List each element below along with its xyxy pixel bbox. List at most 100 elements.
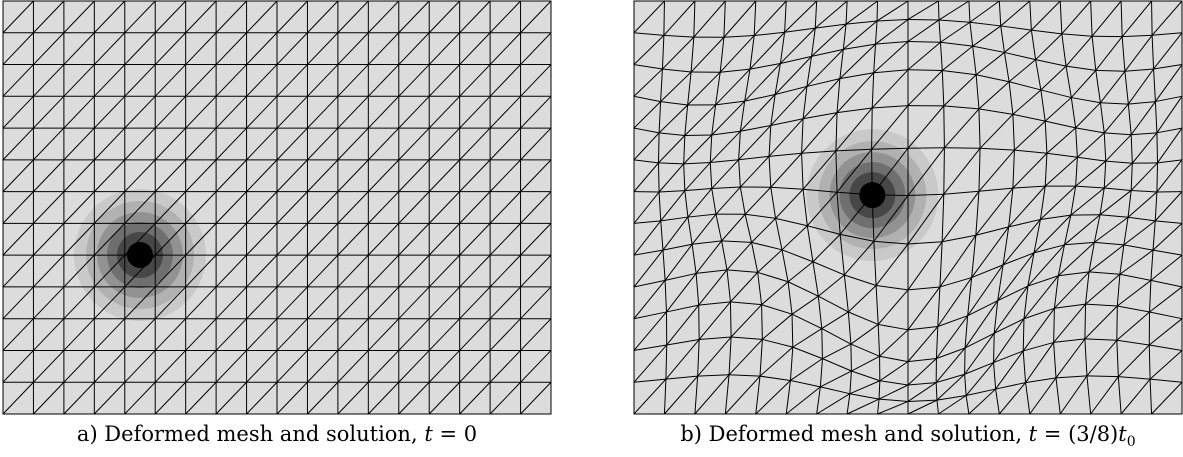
panel-b-edge-d bbox=[1084, 305, 1118, 340]
panel-b-edge-v bbox=[1023, 285, 1029, 319]
panel-a-edge-d bbox=[124, 318, 156, 351]
panel-b-edge-h bbox=[944, 147, 981, 149]
panel-a-edge-d bbox=[398, 286, 430, 320]
panel-b-edge-v bbox=[936, 400, 939, 415]
panel-a-edge-d bbox=[276, 254, 308, 288]
panel-b-edge-v bbox=[839, 234, 845, 276]
panel-b-edge-h bbox=[964, 332, 995, 349]
panel-b-edge-d bbox=[1151, 0, 1183, 36]
panel-b-edge-d bbox=[698, 301, 731, 340]
panel-b-edge-d bbox=[871, 105, 909, 150]
panel-b-edge-v bbox=[709, 134, 713, 163]
panel-b-edge-d bbox=[1117, 280, 1152, 307]
panel-b-edge-d bbox=[784, 0, 818, 33]
panel-b-edge-d bbox=[1040, 65, 1067, 91]
panel-a-edge-d bbox=[185, 286, 217, 320]
panel-b-edge-h bbox=[843, 43, 876, 50]
panel-a-border bbox=[2, 0, 552, 415]
panel-a-edge-d bbox=[489, 159, 521, 192]
panel-b-edge-d bbox=[907, 399, 938, 415]
panel-b-edge-v bbox=[846, 393, 851, 415]
panel-b-edge-h bbox=[1116, 339, 1150, 346]
panel-b-edge-d bbox=[694, 374, 730, 415]
panel-a-edge-d bbox=[185, 64, 217, 97]
panel-b-edge-v bbox=[941, 70, 945, 106]
panel-b-edge-h bbox=[876, 284, 909, 291]
panel-b-edge-h bbox=[993, 318, 1025, 334]
panel-b-edge-d bbox=[792, 328, 823, 348]
panel-b-edge-v bbox=[943, 105, 945, 148]
panel-b-edge-h bbox=[633, 249, 664, 256]
panel-b-edge-v bbox=[935, 326, 939, 359]
panel-b-edge-v bbox=[1088, 242, 1095, 273]
panel-b-edge-v bbox=[1063, 215, 1072, 245]
panel-b-edge-v bbox=[1044, 153, 1048, 187]
panel-b-edge-v bbox=[1090, 0, 1093, 37]
panel-b-edge-h bbox=[784, 27, 816, 33]
panel-b: b) Deformed mesh and solution, t = (3/8)… bbox=[633, 0, 1183, 457]
panel-b-edge-v bbox=[937, 286, 941, 327]
panel-b-edge-d bbox=[666, 304, 700, 346]
panel-b-edge-d bbox=[1000, 0, 1031, 27]
panel-b-edge-v bbox=[1022, 350, 1027, 383]
panel-b-edge-d bbox=[975, 52, 1005, 76]
panel-b-edge-d bbox=[907, 193, 945, 245]
panel-b-edge-h bbox=[820, 386, 850, 395]
panel-b-edge-h bbox=[1055, 375, 1087, 379]
panel-b-edge-v bbox=[1127, 104, 1132, 135]
panel-b-edge-v bbox=[871, 194, 875, 242]
panel-b-edge-d bbox=[774, 56, 812, 95]
panel-a-edge-d bbox=[276, 350, 308, 383]
panel-b-edge-d bbox=[1008, 59, 1036, 83]
panel-b-edge-v bbox=[657, 162, 660, 193]
panel-b-edge-h bbox=[757, 271, 789, 283]
panel-a-edge-d bbox=[33, 286, 65, 320]
panel-a-edge-d bbox=[307, 0, 339, 34]
panel-b-edge-v bbox=[875, 285, 879, 325]
panel-a-edge-d bbox=[459, 127, 491, 161]
panel-a-edge-d bbox=[185, 0, 217, 34]
panel-b-edge-d bbox=[633, 344, 668, 383]
panel-b-edge-v bbox=[814, 0, 818, 29]
panel-b-edge-h bbox=[738, 155, 770, 161]
panel-b-edge-v bbox=[715, 214, 723, 241]
panel-a-edge-d bbox=[93, 191, 126, 224]
panel-a-edge-d bbox=[246, 350, 278, 383]
panel-b-edge-v bbox=[1053, 275, 1059, 309]
panel-b-edge-h bbox=[815, 23, 847, 29]
panel-b-edge-v bbox=[997, 264, 1004, 301]
panel-a-edge-d bbox=[489, 32, 521, 65]
panel-a: a) Deformed mesh and solution, t = 0 bbox=[2, 0, 552, 457]
panel-b-edge-d bbox=[839, 194, 873, 235]
panel-b-edge-d bbox=[873, 195, 909, 242]
panel-a-edge-d bbox=[154, 159, 187, 192]
panel-b-edge-h bbox=[871, 147, 909, 150]
panel-b-edge-d bbox=[938, 0, 970, 21]
panel-a-edge-d bbox=[124, 32, 156, 65]
panel-b-edge-h bbox=[1075, 127, 1105, 134]
panel-b-edge-v bbox=[770, 94, 776, 126]
panel-a-edge-d bbox=[93, 0, 126, 34]
panel-b-edge-v bbox=[1095, 70, 1101, 103]
panel-a-edge-d bbox=[337, 64, 369, 97]
panel-b-edge-v bbox=[835, 112, 838, 151]
panel-b-edge-v bbox=[1035, 59, 1042, 91]
panel-b-edge-d bbox=[941, 45, 974, 71]
panel-b-edge-d bbox=[817, 274, 845, 297]
panel-b-edge-v bbox=[759, 339, 763, 377]
panel-a-edge-d bbox=[307, 95, 339, 129]
panel-b-edge-v bbox=[683, 163, 686, 191]
caption-b-prefix: b) Deformed mesh and solution, bbox=[680, 422, 1029, 446]
panel-a-edge-d bbox=[154, 318, 187, 351]
panel-b-edge-h bbox=[749, 62, 781, 70]
panel-b-edge-h bbox=[907, 399, 938, 402]
panel-b-edge-d bbox=[684, 162, 711, 191]
panel-b-edge-h bbox=[775, 217, 808, 227]
panel-b-edge-d bbox=[1061, 0, 1092, 35]
panel-a-edge-d bbox=[154, 127, 187, 161]
panel-b-edge-d bbox=[1123, 220, 1156, 246]
panel-b-edge-d bbox=[968, 388, 996, 415]
panel-a-edge-d bbox=[367, 286, 400, 320]
panel-a-edge-d bbox=[246, 32, 278, 65]
panel-b-edge-d bbox=[662, 216, 689, 251]
